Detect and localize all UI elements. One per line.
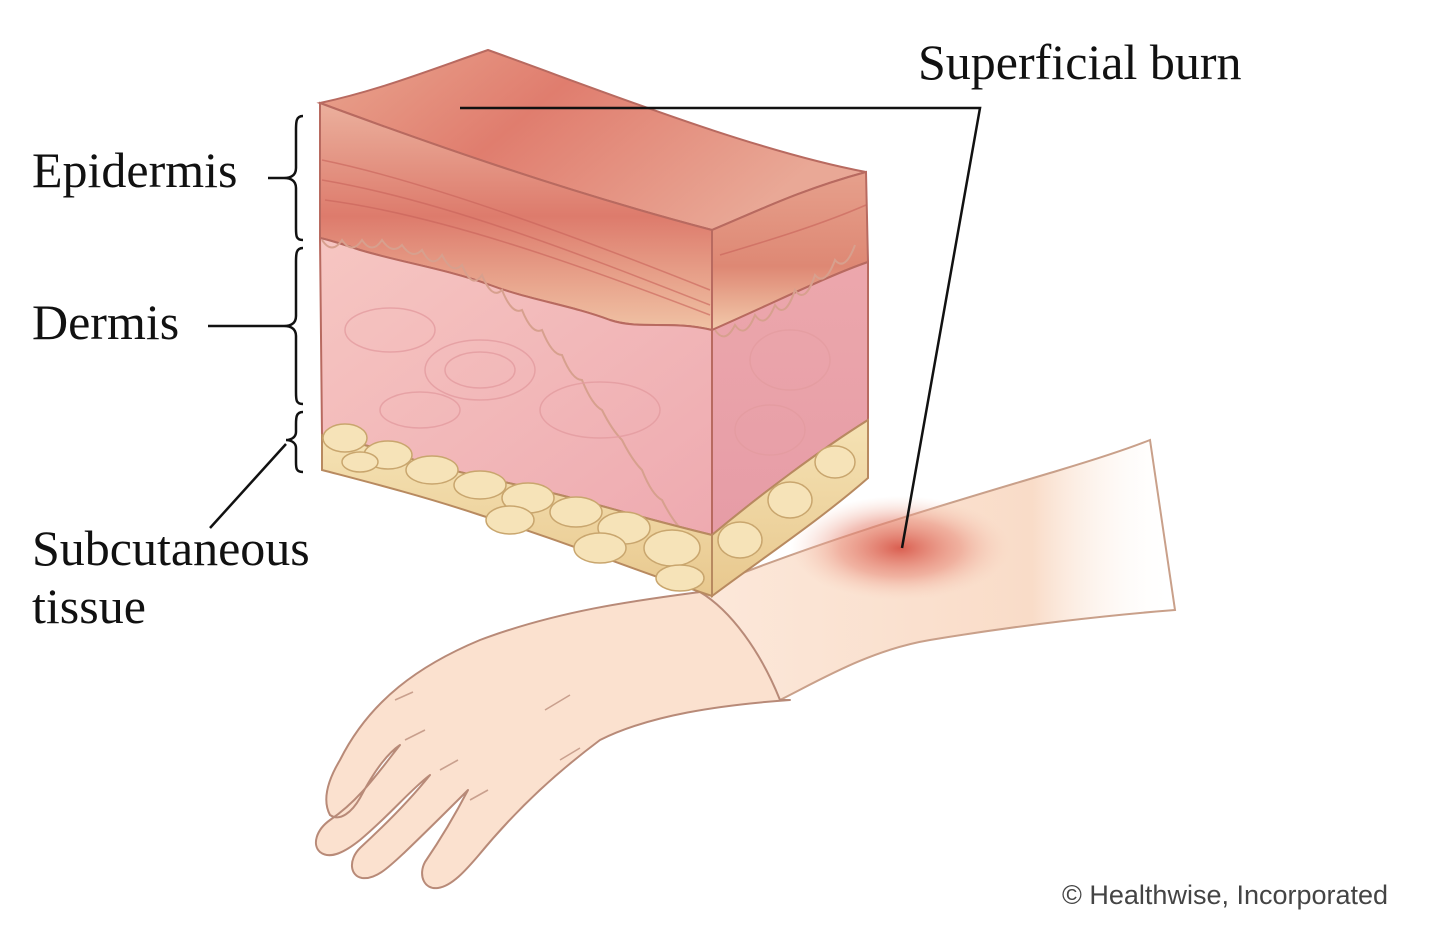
epidermis-streaks <box>321 159 867 316</box>
leader-subcutaneous <box>209 443 287 529</box>
bracket-epidermis <box>283 114 304 242</box>
skin-block <box>316 48 870 598</box>
leader-superficial-burn <box>460 106 982 549</box>
copyright-credit: © Healthwise, Incorporated <box>1062 880 1389 910</box>
label-epidermis: Epidermis <box>32 142 238 198</box>
hand <box>314 591 791 890</box>
leader-lines <box>208 106 982 549</box>
dermis-texture <box>344 307 831 456</box>
bracket-dermis <box>283 246 304 406</box>
label-superficial-burn: Superficial burn <box>918 34 1242 90</box>
label-dermis: Dermis <box>32 294 180 350</box>
bracket-subcutaneous <box>285 410 304 474</box>
finger-creases <box>394 691 581 801</box>
label-subcutaneous-line1: Subcutaneous <box>32 520 310 576</box>
layer-brackets <box>283 114 304 474</box>
burn-spot <box>790 496 1010 600</box>
fat-cells <box>322 423 856 592</box>
dermal-junction-wave <box>321 238 856 531</box>
arm-illustration <box>314 438 1177 890</box>
label-subcutaneous-line2: tissue <box>32 578 146 634</box>
